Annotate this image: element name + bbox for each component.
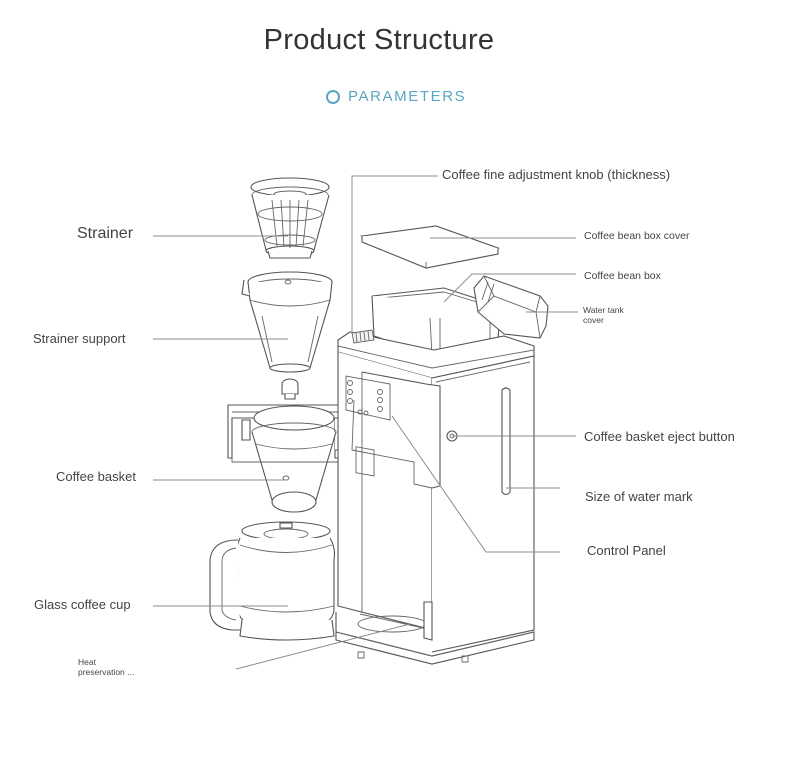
leader-lines (153, 175, 578, 670)
section-subtitle-text: PARAMETERS (348, 88, 467, 105)
page-title: Product Structure (263, 24, 495, 56)
drip-valve-drawing (281, 378, 299, 400)
label-control-panel: Control Panel (587, 543, 666, 558)
label-strainer: Strainer (77, 225, 134, 242)
leader-line-bean-box (443, 273, 576, 303)
circle-icon (326, 89, 340, 104)
strainer-drawing (250, 177, 330, 259)
label-coffee-basket: Coffee basket (56, 469, 136, 484)
machine-body-drawing (335, 329, 535, 665)
leader-line-control-panel (391, 415, 560, 553)
water-tank-cover-drawing (473, 275, 549, 339)
section-subtitle: PARAMETERS (326, 88, 466, 105)
label-heat-preservation: Heat preservation ... (78, 657, 135, 677)
label-glass-coffee-cup: Glass coffee cup (34, 597, 131, 612)
coffee-basket-drawing (227, 404, 351, 513)
label-fine-adjustment-knob: Coffee fine adjustment knob (thickness) (442, 167, 671, 182)
leader-line-fine-adjustment-knob (351, 175, 438, 334)
label-eject-button: Coffee basket eject button (584, 429, 735, 444)
label-bean-box-cover: Coffee bean box cover (584, 230, 690, 242)
label-water-tank-cover: Water tank cover (583, 305, 624, 325)
leader-line-heat-preservation (235, 623, 411, 670)
label-water-mark: Size of water mark (585, 489, 693, 504)
strainer-support-drawing (241, 271, 333, 373)
glass-coffee-cup-drawing (209, 521, 336, 641)
label-strainer-support: Strainer support (33, 331, 126, 346)
bean-box-cover-drawing (359, 225, 501, 269)
label-bean-box: Coffee bean box (584, 270, 661, 282)
